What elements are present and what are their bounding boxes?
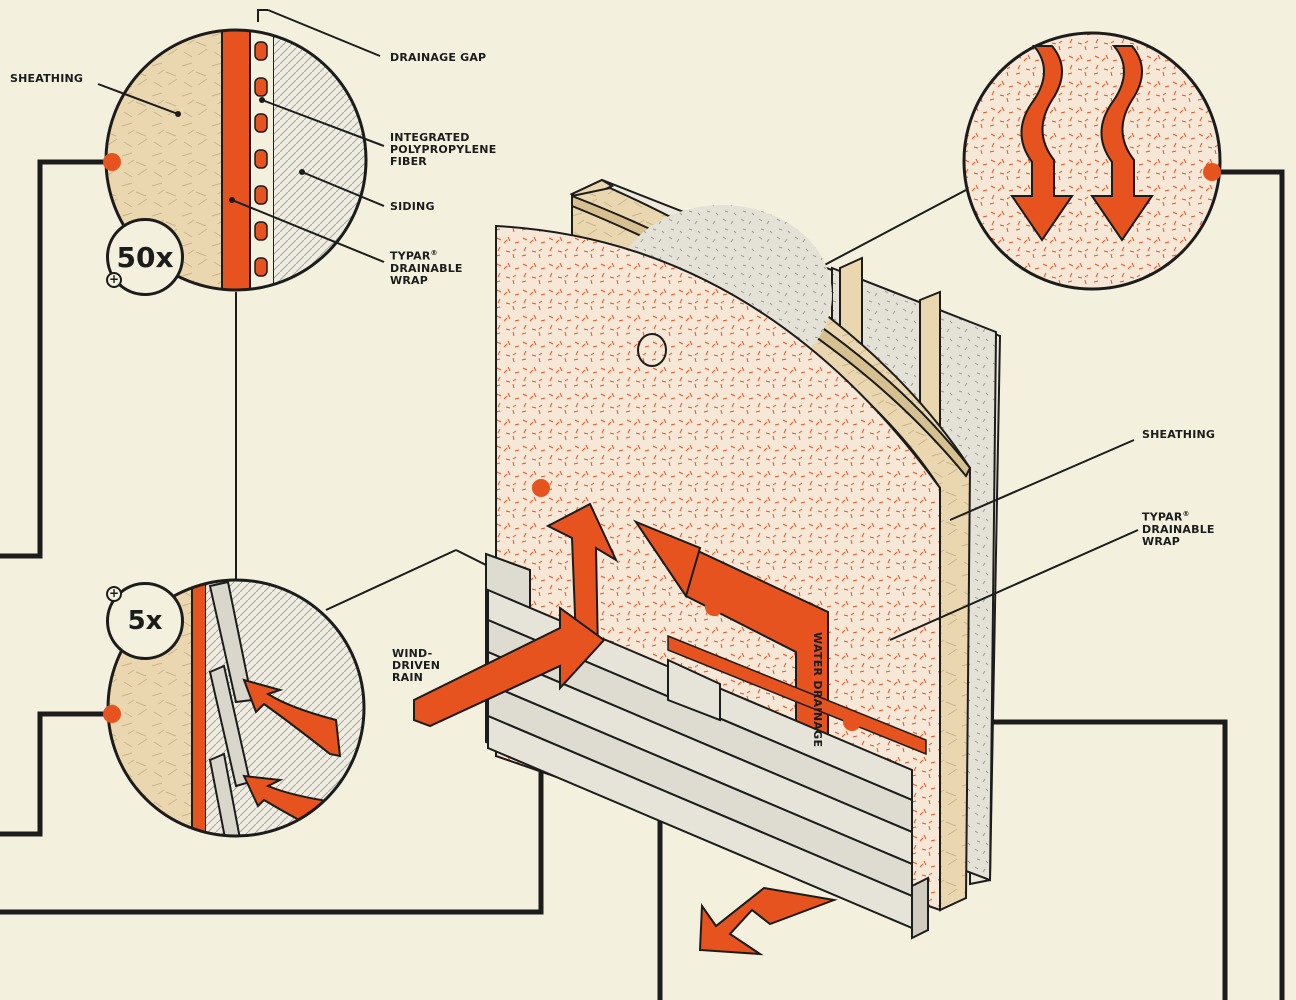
hotspot-dot-icon[interactable] [103, 153, 121, 171]
drainage-out-arrow [698, 886, 838, 956]
label-water-drainage: WATER DRAINAGE [811, 632, 824, 748]
magnification-5x-badge: 5x [106, 582, 184, 660]
label-top-sheathing: SHEATHING [10, 72, 84, 85]
label-siding: SIDING [390, 200, 435, 213]
label-wind-driven-rain: WIND- DRIVEN RAIN [392, 647, 441, 684]
hotspot-dot-icon[interactable] [843, 713, 861, 731]
label-main-wrap: TYPAR® DRAINABLE WRAP [1142, 510, 1215, 548]
magnify-plus-icon: + [106, 272, 122, 288]
label-main-sheathing: SHEATHING [1142, 428, 1216, 441]
magnify-plus-icon: + [106, 586, 122, 602]
label-integrated-fiber: INTEGRATED POLYPROPYLENE FIBER [390, 131, 497, 168]
hotspot-dot-icon[interactable] [103, 705, 121, 723]
label-top-wrap: TYPAR® DRAINABLE WRAP [390, 249, 463, 287]
hotspot-dot-icon[interactable] [532, 479, 550, 497]
vapor-callout [962, 31, 1222, 291]
wind-driven-rain-arrow [413, 606, 606, 728]
hotspot-dot-icon[interactable] [705, 598, 723, 616]
hotspot-dots [103, 153, 1221, 731]
hotspot-dot-icon[interactable] [1203, 163, 1221, 181]
label-drainage-gap: DRAINAGE GAP [390, 51, 487, 64]
heat-wave-icon [1010, 45, 1154, 242]
wall-assembly [413, 178, 1002, 956]
